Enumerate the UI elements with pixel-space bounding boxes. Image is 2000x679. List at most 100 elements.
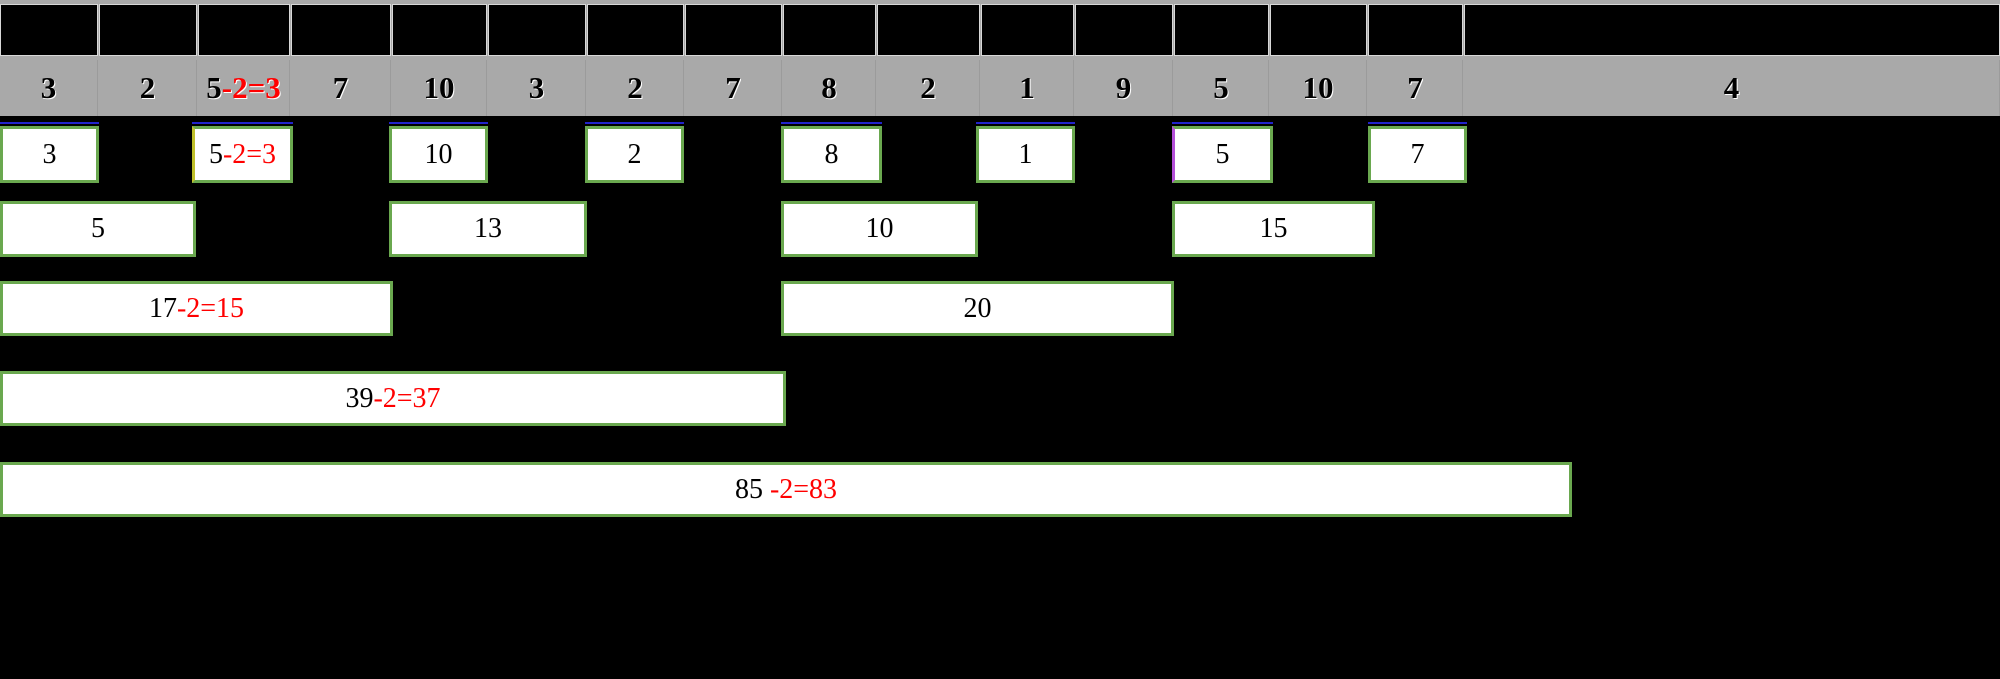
tree-node-level-1[interactable]: 2	[585, 126, 684, 183]
tree-node-content: 15	[1260, 213, 1288, 245]
tree-node-value: 3	[42, 138, 57, 170]
leaf-value-cell[interactable]: 7	[685, 60, 782, 116]
tree-node-delta: -2=37	[373, 382, 441, 414]
tree-node-value: 17	[148, 292, 177, 324]
header-cell	[198, 4, 290, 56]
leaf-value-text: 3	[528, 70, 545, 105]
tree-node-content: 10	[866, 213, 894, 245]
tree-node-level-5[interactable]: 85 -2=83	[0, 462, 1572, 517]
tree-node-value: 7	[1410, 138, 1425, 170]
tree-node-level-2[interactable]: 15	[1172, 201, 1375, 257]
header-cell	[291, 4, 391, 56]
node-cap-line	[192, 122, 293, 124]
leaf-value-text: 3	[40, 70, 57, 105]
header-cell	[392, 4, 487, 56]
node-cap-line	[1368, 122, 1467, 124]
tree-node-value: 85	[734, 473, 770, 505]
tree-node-level-1[interactable]: 5	[1172, 126, 1273, 183]
tree-node-delta: -2=15	[176, 292, 245, 324]
header-cell	[587, 4, 684, 56]
leaf-value-text: 5	[1213, 70, 1229, 105]
tree-node-value: 5	[91, 213, 105, 244]
tree-node-delta: -2=83	[769, 473, 838, 505]
tree-node-level-2[interactable]: 5	[0, 201, 196, 257]
header-cell	[877, 4, 980, 56]
leaf-value-cell[interactable]: 2	[877, 60, 980, 116]
header-cell	[1464, 4, 2000, 56]
tree-node-level-1[interactable]: 3	[0, 126, 99, 183]
leaf-value-cell[interactable]: 1	[981, 60, 1074, 116]
tree-node-value: 10	[424, 138, 453, 170]
header-cell	[783, 4, 876, 56]
leaf-value-text: 4	[1723, 70, 1740, 105]
leaf-value-cell[interactable]: 5	[1174, 60, 1269, 116]
tree-node-value: 15	[1259, 213, 1288, 244]
tree-node-level-2[interactable]: 13	[389, 201, 587, 257]
header-cell	[488, 4, 586, 56]
tree-node-content: 20	[964, 293, 992, 325]
tree-node-level-3[interactable]: 20	[781, 281, 1174, 336]
leaf-value-text: 7	[725, 70, 741, 105]
leaf-value-cell[interactable]: 7	[291, 60, 391, 116]
tree-node-content: 85 -2=83	[735, 474, 837, 506]
leaf-value-text: 9	[1115, 70, 1132, 105]
leaf-value-text: 2	[627, 70, 643, 105]
leaf-value-cell[interactable]: 8	[783, 60, 876, 116]
leaf-value-cell[interactable]: 7	[1368, 60, 1463, 116]
tree-node-content: 8	[825, 139, 839, 171]
leaf-value-text: 2	[920, 70, 936, 105]
leaf-value-text: 2	[139, 70, 156, 105]
leaf-value-text: 10	[423, 70, 455, 105]
leaf-value-cell[interactable]: 3	[488, 60, 586, 116]
leaf-value-text: 10	[1302, 70, 1334, 105]
tree-node-content: 2	[628, 139, 642, 171]
tree-node-level-1[interactable]: 5-2=3	[192, 126, 293, 183]
leaf-value-cell[interactable]: 5-2=3	[198, 60, 290, 116]
tree-node-value: 39	[345, 382, 374, 414]
header-cell	[0, 4, 98, 56]
tree-node-value: 20	[963, 292, 992, 324]
tree-node-delta: -2=3	[222, 138, 277, 170]
tree-node-value: 5	[208, 138, 223, 170]
tree-node-value: 1	[1018, 138, 1033, 170]
tree-node-level-1[interactable]: 10	[389, 126, 488, 183]
node-cap-line	[1172, 122, 1273, 124]
node-cap-line	[976, 122, 1075, 124]
leaf-value-cell[interactable]: 10	[1270, 60, 1367, 116]
tree-node-level-4[interactable]: 39-2=37	[0, 371, 786, 426]
leaf-value-cell[interactable]: 3	[0, 60, 98, 116]
header-cell	[1174, 4, 1269, 56]
tree-node-level-2[interactable]: 10	[781, 201, 978, 257]
tree-node-value: 13	[474, 213, 502, 244]
tree-node-content: 10	[425, 139, 453, 171]
leaf-value-cell[interactable]: 9	[1075, 60, 1173, 116]
tree-node-content: 7	[1411, 139, 1425, 171]
header-cell	[99, 4, 197, 56]
tree-node-level-1[interactable]: 1	[976, 126, 1075, 183]
leaf-value-text: 7	[332, 70, 349, 105]
leaf-value-delta: -2=3	[221, 70, 281, 105]
leaf-value-cell[interactable]: 2	[99, 60, 197, 116]
tree-node-content: 5	[1216, 139, 1230, 171]
tree-node-value: 2	[627, 138, 642, 170]
tree-node-level-1[interactable]: 7	[1368, 126, 1467, 183]
node-cap-line	[781, 122, 882, 124]
tree-node-level-1[interactable]: 8	[781, 126, 882, 183]
leaf-value-text: 7	[1407, 70, 1423, 105]
node-cap-line	[0, 122, 99, 124]
leaf-value-cell[interactable]: 2	[587, 60, 684, 116]
leaf-value-cell[interactable]: 10	[392, 60, 487, 116]
tree-node-content: 5-2=3	[209, 139, 276, 171]
leaf-value-text: 1	[1019, 70, 1035, 105]
tree-node-content: 13	[474, 213, 502, 245]
header-cell	[981, 4, 1074, 56]
header-cell	[1368, 4, 1463, 56]
tree-node-content: 3	[43, 139, 57, 171]
leaf-value-text: 5	[206, 70, 222, 105]
header-strip	[0, 0, 2000, 60]
header-cell	[1270, 4, 1367, 56]
tree-node-level-3[interactable]: 17-2=15	[0, 281, 393, 336]
leaf-value-cell[interactable]: 4	[1464, 60, 2000, 116]
